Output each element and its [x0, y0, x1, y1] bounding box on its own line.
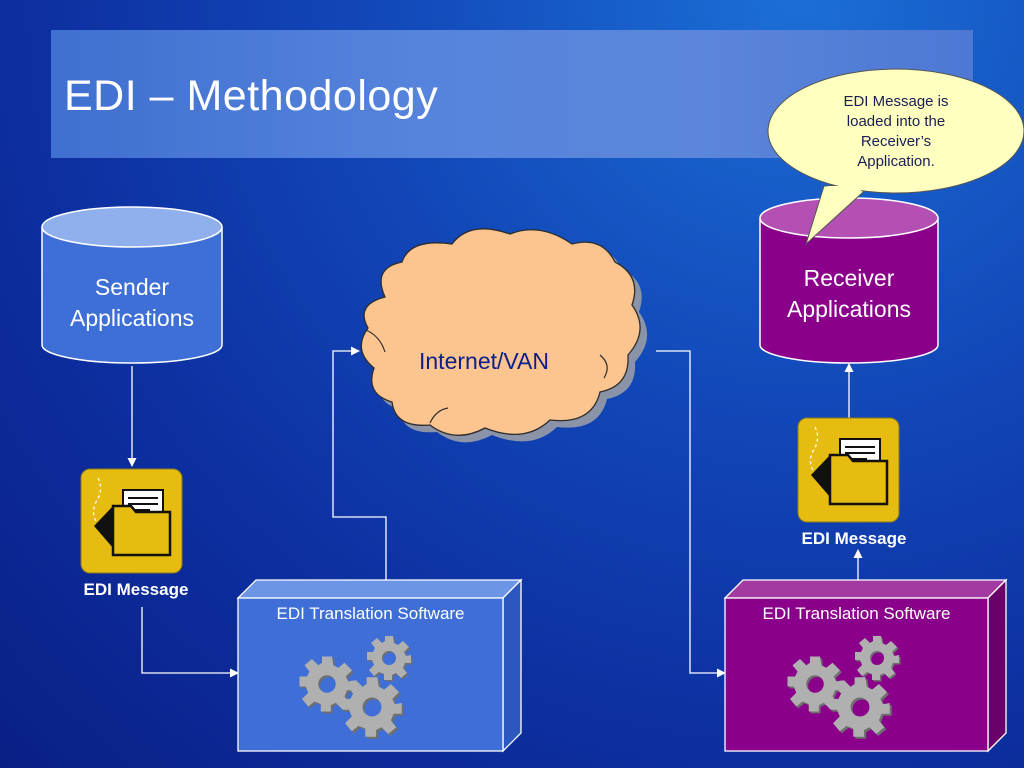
- slide-title: EDI – Methodology: [64, 72, 439, 120]
- internet-van-cloud: [360, 228, 648, 443]
- sender-translation-box: [236, 578, 523, 753]
- receiver-label-line-1: Receiver: [803, 265, 895, 291]
- internet-van-label: Internet/VAN: [419, 348, 549, 374]
- sender-applications-cylinder: [41, 206, 223, 364]
- sender-translation-label: EDI Translation Software: [276, 604, 465, 623]
- sender-applications-label: Sender Applications: [42, 272, 222, 334]
- sender-folder-document-icon: [80, 468, 183, 574]
- callout-line-1: EDI Message is: [843, 93, 949, 110]
- receiver-folder-document-icon: [797, 417, 900, 523]
- sender-edi-message-label: EDI Message: [83, 580, 189, 599]
- receiver-translation-label: EDI Translation Software: [762, 604, 951, 623]
- callout-line-3: Receiver’s: [860, 133, 932, 150]
- callout-text: EDI Message is loaded into the Receiver’…: [816, 92, 976, 172]
- connector-lines: [127, 346, 863, 678]
- receiver-applications-label: Receiver Applications: [760, 263, 938, 325]
- receiver-label-line-2: Applications: [786, 296, 912, 322]
- callout-bubble: [767, 68, 1024, 246]
- callout-line-2: loaded into the: [846, 113, 946, 130]
- sender-label-line-2: Applications: [69, 305, 195, 331]
- receiver-edi-message-label: EDI Message: [801, 529, 907, 548]
- sender-label-line-1: Sender: [94, 274, 170, 300]
- callout-line-4: Application.: [857, 153, 935, 170]
